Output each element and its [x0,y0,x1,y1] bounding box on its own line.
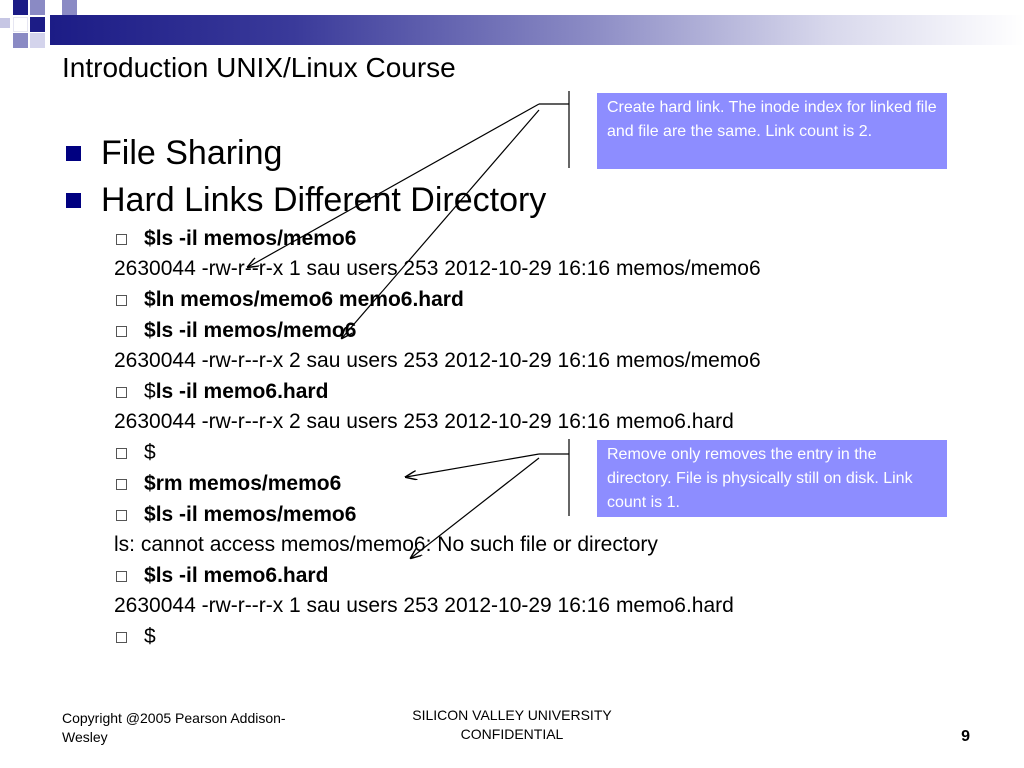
bullet-text: File Sharing [101,134,283,172]
command-text: ls -il memos/memo6 [155,503,357,526]
hollow-square-bullet-icon [116,294,127,306]
deco-square [30,17,45,32]
deco-square [0,18,10,28]
callout-arrow-line [248,103,540,267]
footer-university: SILICON VALLEY UNIVERSITY [412,707,612,723]
hollow-square-bullet-icon [116,325,127,337]
command-line: $ ls -il memos/memo6 [116,319,356,343]
footer-center: SILICON VALLEY UNIVERSITY CONFIDENTIAL [362,706,662,744]
command-line: $ ls -il memos/memo6 [116,227,356,251]
hollow-square-bullet-icon [116,233,127,245]
output-line: ls: cannot access memos/memo6: No such f… [114,533,658,556]
callout-arrow-line [411,457,540,558]
output-line: 2630044 -rw-r--r-x 1 sau users 253 2012-… [114,257,761,280]
output-line: 2630044 -rw-r--r-x 1 sau users 253 2012-… [114,594,734,617]
callout-arrow-line [406,453,540,477]
command-line: $ ls -il memos/memo6 [116,503,356,527]
command-text: ls -il memos/memo6 [155,319,357,342]
output-line: 2630044 -rw-r--r-x 2 sau users 253 2012-… [114,410,734,433]
deco-square [62,0,77,15]
deco-square [13,17,28,32]
command-text: ls -il memo6.hard [155,380,329,403]
hollow-square-bullet-icon [116,386,127,398]
callout-hard-link: Create hard link. The inode index for li… [597,93,947,169]
bullet-item: File Sharing [66,134,282,173]
deco-square [13,0,28,15]
header-bar [50,15,1024,45]
command-line: $ ln memos/memo6 memo6.hard [116,288,464,312]
square-bullet-icon [66,193,81,208]
footer-confidential: CONFIDENTIAL [460,726,564,742]
page-number: 9 [961,728,970,745]
deco-square [13,33,28,48]
hollow-square-bullet-icon [116,478,127,490]
command-line: $ [116,625,156,649]
square-bullet-icon [66,146,81,161]
command-text: ls -il memos/memo6 [155,227,357,250]
callout-arrow-line [342,109,540,338]
command-line: $ [116,441,156,465]
slide-title: Introduction UNIX/Linux Course [62,52,456,83]
command-text: rm memos/memo6 [155,472,342,495]
hollow-square-bullet-icon [116,447,127,459]
hollow-square-bullet-icon [116,509,127,521]
command-line: $ rm memos/memo6 [116,472,341,496]
deco-square [30,0,45,15]
deco-square [30,33,45,48]
command-text: ls -il memo6.hard [155,564,329,587]
command-line: $ ls -il memo6.hard [116,564,328,588]
footer-copyright: Copyright @2005 Pearson Addison-Wesley [62,710,286,745]
output-line: 2630044 -rw-r--r-x 2 sau users 253 2012-… [114,349,761,372]
callout-remove: Remove only removes the entry in the dir… [597,440,947,517]
command-line: $ ls -il memo6.hard [116,380,328,404]
command-text: ln memos/memo6 memo6.hard [155,288,464,311]
hollow-square-bullet-icon [116,570,127,582]
hollow-square-bullet-icon [116,631,127,643]
